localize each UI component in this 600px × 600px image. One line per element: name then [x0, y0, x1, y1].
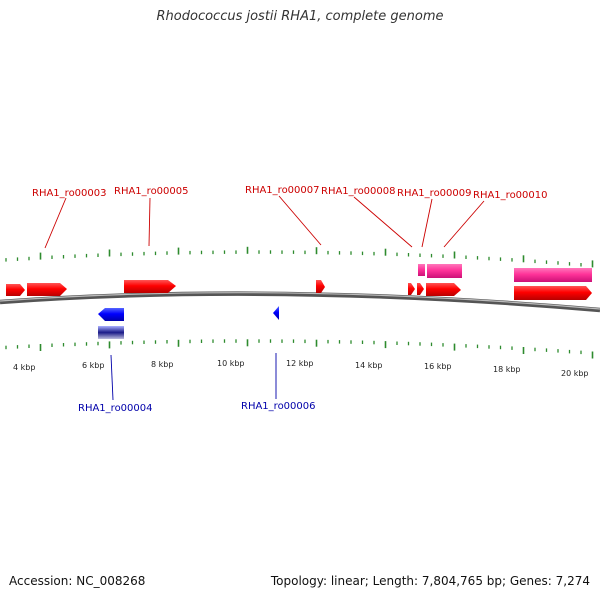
accession-text: Accession: NC_008268 — [9, 574, 146, 588]
label-leader-line — [148, 197, 151, 247]
gene-label-ro00006[interactable]: RHA1_ro00006 — [241, 401, 316, 412]
scale-label-6kbp: 6 kbp — [82, 361, 104, 370]
lower-tick-row — [5, 339, 594, 359]
label-leader-line — [443, 200, 485, 248]
gene-label-ro00004[interactable]: RHA1_ro00004 — [78, 403, 153, 414]
forward-gene-arrow[interactable] — [124, 280, 176, 293]
pink-feature — [514, 268, 592, 282]
reverse-gene-arrow[interactable] — [98, 308, 124, 321]
reverse-feature-block — [98, 326, 124, 339]
scale-label-8kbp: 8 kbp — [151, 360, 173, 369]
genome-backbone — [0, 291, 600, 313]
forward-gene-arrow[interactable] — [417, 283, 424, 295]
scale-label-12kbp: 12 kbp — [286, 359, 314, 368]
label-leader-line — [278, 195, 322, 246]
gene-label-ro00009[interactable]: RHA1_ro00009 — [397, 188, 472, 199]
scale-label-16kbp: 16 kbp — [424, 362, 452, 371]
label-leader-line — [421, 198, 433, 248]
label-leader-line — [110, 354, 114, 401]
pink-feature — [418, 264, 425, 276]
reverse-gene-arrow[interactable] — [273, 306, 279, 320]
gene-label-ro00008[interactable]: RHA1_ro00008 — [321, 186, 396, 197]
gene-label-ro00005[interactable]: RHA1_ro00005 — [114, 186, 189, 197]
forward-gene-arrow[interactable] — [6, 284, 25, 296]
scale-label-10kbp: 10 kbp — [217, 359, 245, 368]
gene-label-ro00003[interactable]: RHA1_ro00003 — [32, 188, 107, 199]
topology-text: Topology: linear; Length: 7,804,765 bp; … — [270, 574, 590, 588]
forward-gene-arrow[interactable] — [426, 283, 461, 296]
scale-label-18kbp: 18 kbp — [493, 365, 521, 374]
forward-gene-arrow[interactable] — [316, 280, 325, 293]
forward-gene-arrow[interactable] — [514, 286, 592, 300]
gene-label-ro00007[interactable]: RHA1_ro00007 — [245, 185, 320, 196]
scale-label-4kbp: 4 kbp — [13, 363, 35, 372]
genome-backbone-highlight — [0, 292, 600, 310]
label-leader-line — [44, 197, 67, 249]
gene-label-ro00010[interactable]: RHA1_ro00010 — [473, 190, 548, 201]
forward-gene-arrow[interactable] — [27, 283, 67, 296]
upper-tick-row — [5, 246, 594, 268]
scale-label-20kbp: 20 kbp — [561, 369, 589, 378]
forward-gene-arrow[interactable] — [408, 283, 415, 295]
map-title: Rhodococcus jostii RHA1, complete genome — [156, 9, 444, 24]
scale-label-14kbp: 14 kbp — [355, 361, 383, 370]
pink-feature — [427, 264, 462, 278]
label-leader-line — [353, 196, 413, 248]
